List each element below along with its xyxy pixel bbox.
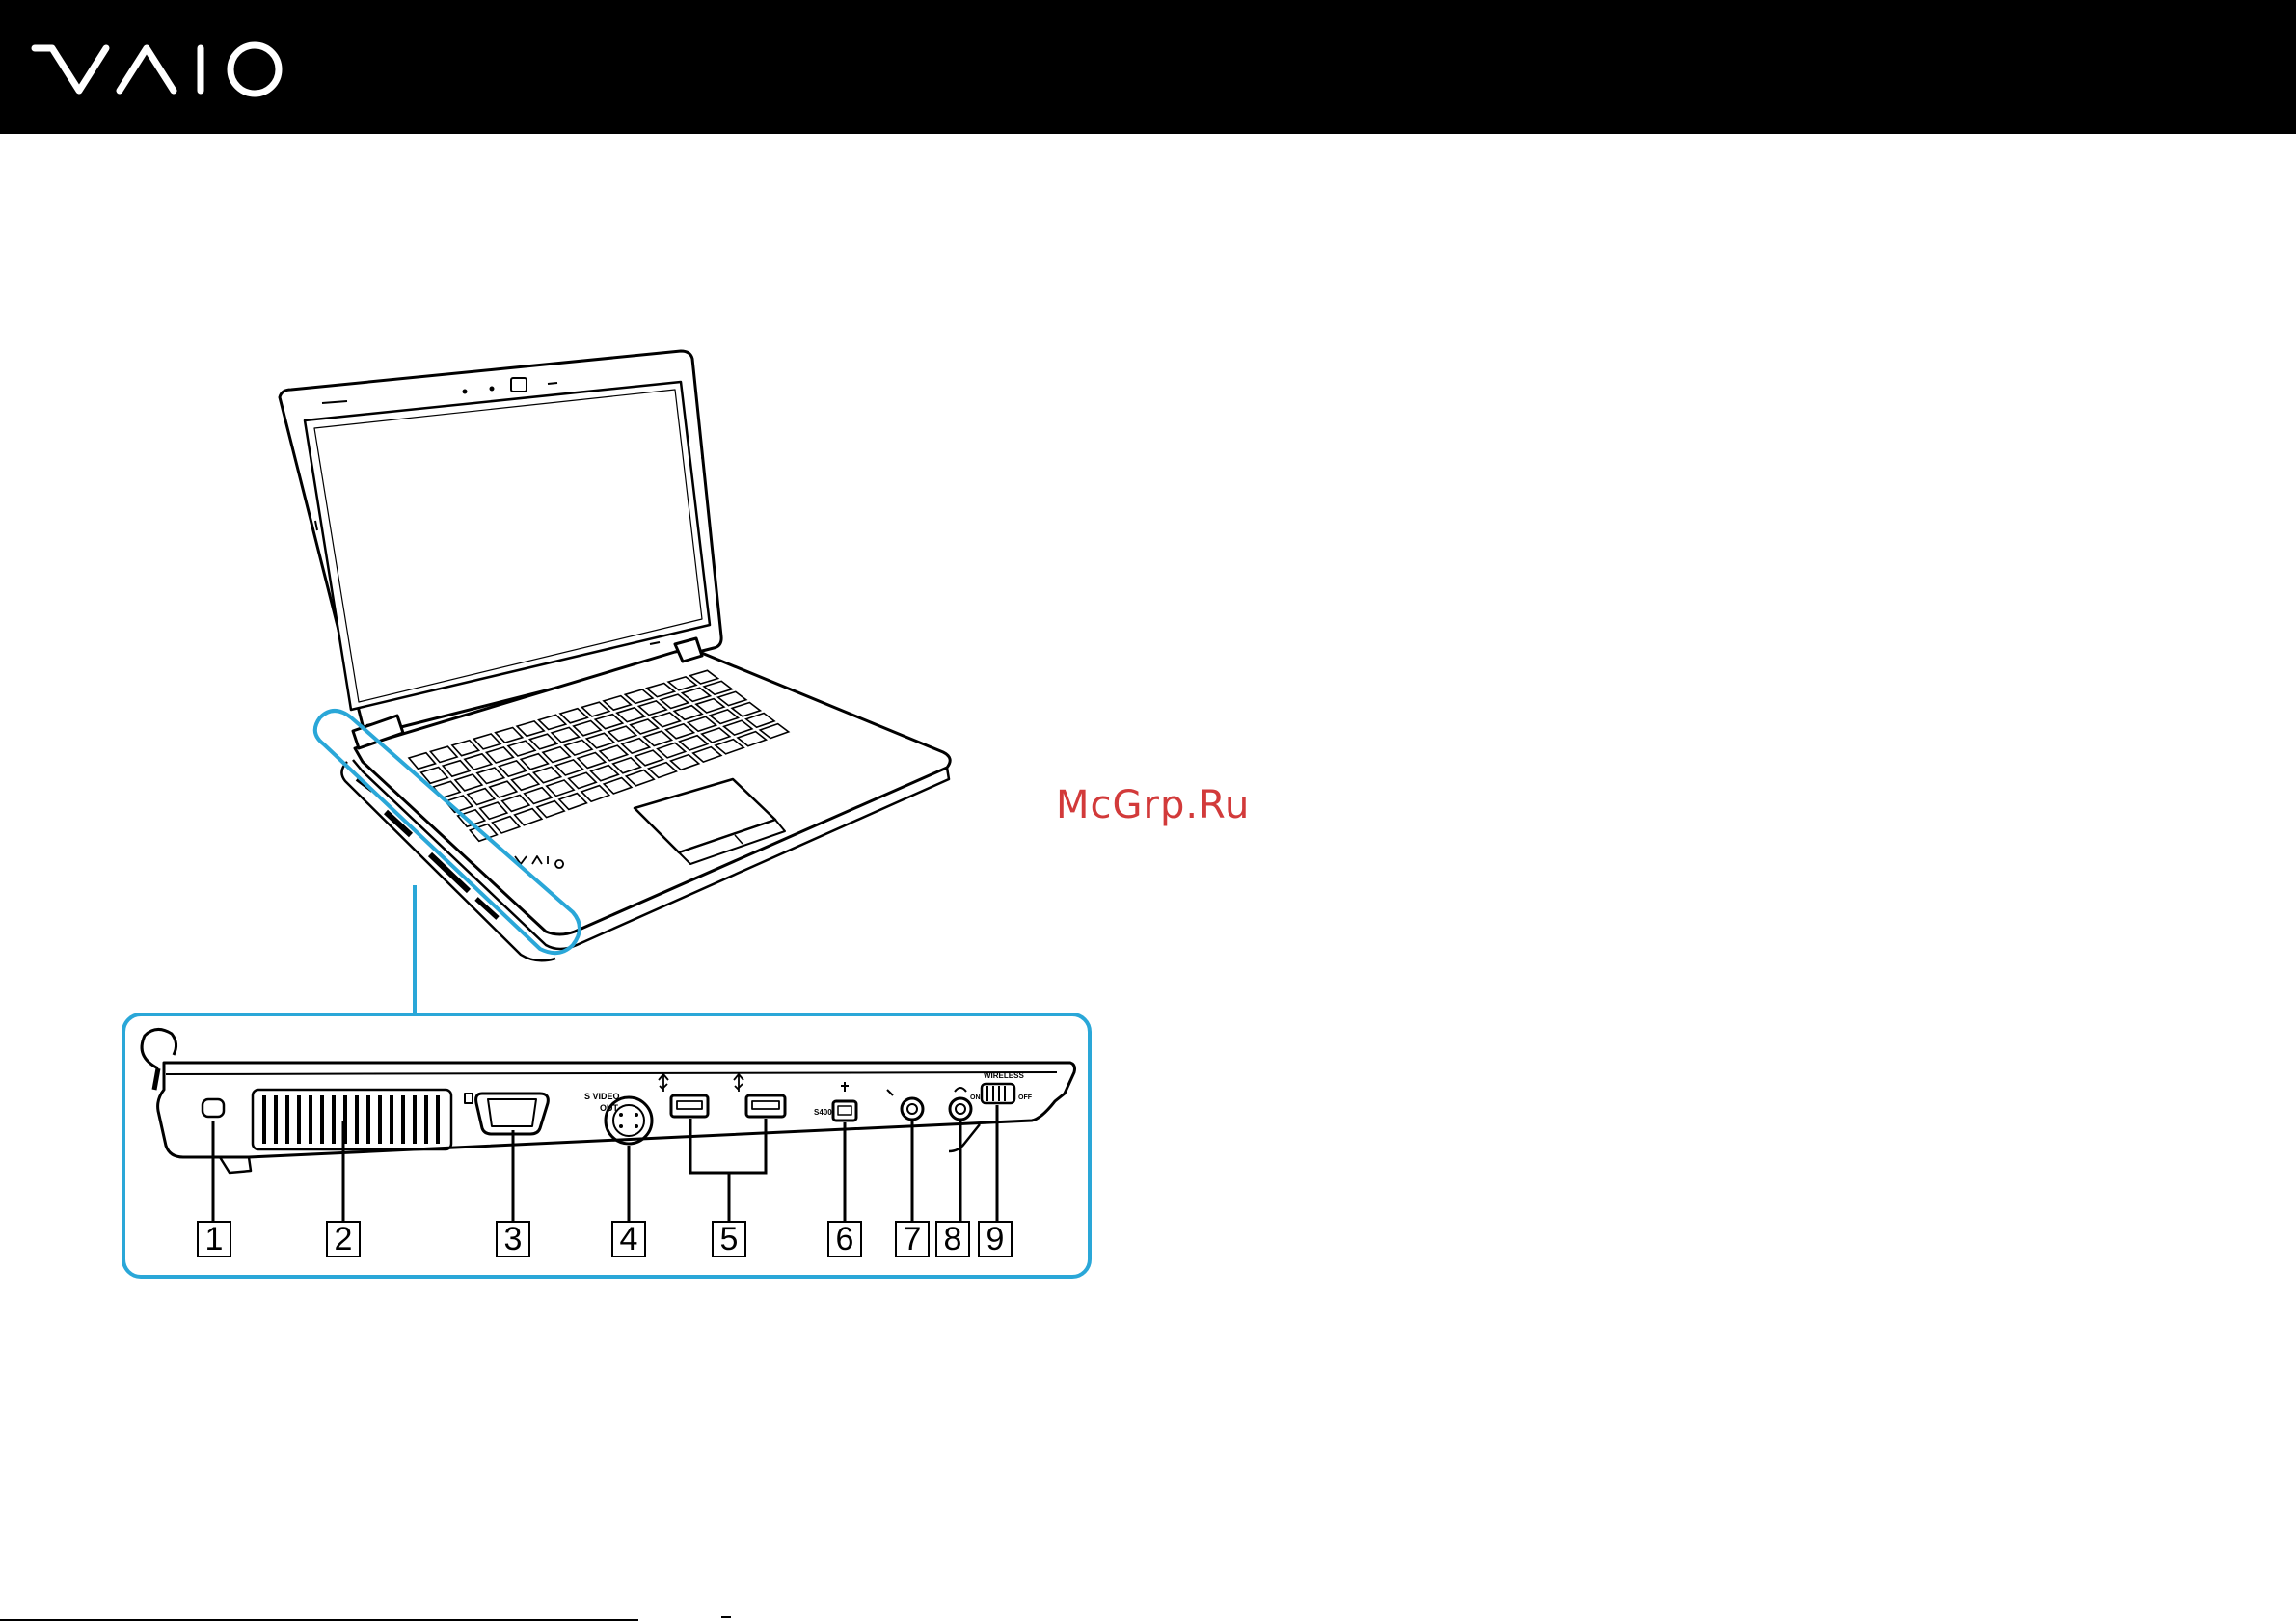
callout-9: 9	[978, 1221, 1013, 1257]
callout-4: 4	[611, 1221, 646, 1257]
footer-mark	[721, 1616, 731, 1618]
callout-6: 6	[827, 1221, 862, 1257]
callout-7: 7	[895, 1221, 930, 1257]
callout-3: 3	[496, 1221, 530, 1257]
callout-2: 2	[326, 1221, 361, 1257]
callout-1: 1	[197, 1221, 231, 1257]
wireless-on-label: ON	[970, 1094, 981, 1101]
s-video-out-label: OUT	[600, 1103, 619, 1113]
callout-5: 5	[712, 1221, 746, 1257]
wireless-off-label: OFF	[1018, 1094, 1033, 1101]
firewire-label: S400	[814, 1108, 832, 1117]
s-video-label: S VIDEO	[584, 1092, 620, 1101]
callout-8: 8	[935, 1221, 970, 1257]
wireless-label: WIRELESS	[984, 1071, 1024, 1080]
